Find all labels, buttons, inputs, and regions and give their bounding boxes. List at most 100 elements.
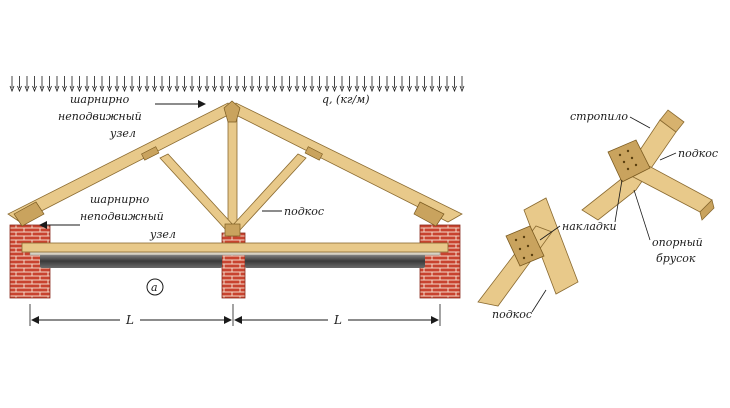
arrow-down-icon	[54, 76, 60, 93]
arrow-down-icon	[159, 76, 165, 93]
arrow-down-icon	[182, 76, 187, 93]
detail-upper-plate	[607, 139, 651, 183]
arrow-down-icon	[302, 76, 307, 93]
arrow-down-icon	[317, 76, 322, 93]
truss	[7, 100, 463, 253]
arrow-down-icon	[122, 76, 127, 93]
detail-strut-lower-label: подкос	[492, 308, 532, 321]
left-eave-plate	[13, 201, 45, 227]
arrow-down-icon	[257, 76, 262, 93]
detail-plates-leader	[539, 225, 561, 241]
arrow-down-icon	[354, 76, 360, 93]
detail-lower-plate	[505, 225, 545, 267]
ridge-plate	[223, 100, 241, 123]
arrow-down-icon	[69, 76, 75, 93]
right-strut	[231, 153, 307, 231]
arrow-down-icon	[444, 76, 450, 93]
right-eave-plate	[413, 201, 445, 227]
arrow-down-icon	[107, 76, 112, 93]
span-label-left: L	[125, 313, 134, 327]
arrow-down-icon	[167, 76, 172, 93]
arrow-down-icon	[24, 76, 30, 93]
arrow-down-icon	[144, 76, 150, 93]
detail-post	[523, 197, 579, 295]
arrow-down-icon	[129, 76, 135, 93]
arrow-down-icon	[197, 76, 202, 93]
arrow-down-icon	[347, 76, 352, 93]
arrow-down-icon	[9, 76, 15, 93]
arrow-down-icon	[369, 76, 375, 93]
arrow-down-icon	[392, 76, 397, 93]
arrow-down-icon	[92, 76, 97, 93]
arrow-down-icon	[384, 76, 390, 93]
arrow-down-icon	[212, 76, 217, 93]
arrow-down-icon	[174, 76, 180, 93]
arrow-down-icon	[399, 76, 405, 93]
arrow-down-icon	[407, 76, 412, 93]
load-label: q, (кг/м)	[322, 93, 370, 106]
arrow-down-icon	[227, 76, 232, 93]
detail-strut-lower-leader	[531, 289, 547, 313]
detail-rafter-label: стропило	[570, 110, 628, 123]
arrow-down-icon	[114, 76, 120, 93]
eave-node-label-line1: шарнирно	[90, 193, 150, 206]
arrow-down-icon	[459, 76, 465, 93]
arrow-down-icon	[264, 76, 270, 93]
detail-strut-upper-leader	[659, 152, 677, 161]
arrow-down-icon	[234, 76, 240, 93]
right-strut-plate	[304, 146, 323, 161]
left-strut-plate	[141, 146, 160, 161]
ridge-node-label-line2: неподвижный	[58, 110, 142, 123]
arrow-down-icon	[204, 76, 210, 93]
arrow-down-icon	[32, 76, 37, 93]
detail-support-leader	[633, 189, 651, 241]
detail-rafter-leader	[629, 116, 651, 129]
arrow-down-icon	[39, 76, 45, 93]
floor-beam	[29, 249, 441, 268]
arrow-down-icon	[84, 76, 90, 93]
arrow-down-icon	[279, 76, 285, 93]
arrow-down-icon	[137, 76, 142, 93]
arrow-down-icon	[189, 76, 195, 93]
arrow-down-icon	[332, 76, 337, 93]
arrow-down-icon	[377, 76, 382, 93]
arrow-down-icon	[324, 76, 330, 93]
detail-support-label-line2: брусок	[656, 252, 696, 265]
right-brick-wall	[419, 224, 461, 299]
ridge-node-label-line1: шарнирно	[70, 93, 130, 106]
eave-node-label-line2: неподвижный	[80, 210, 164, 223]
right-rafter	[231, 102, 463, 223]
strut-label: подкос	[284, 205, 324, 218]
arrow-down-icon	[272, 76, 277, 93]
detail-plates-leader-2	[614, 179, 623, 223]
arrow-down-icon	[249, 76, 255, 93]
arrow-down-icon	[17, 76, 22, 93]
span-dimensions	[29, 304, 441, 326]
arrow-down-icon	[294, 76, 300, 93]
left-strut	[159, 153, 235, 231]
ridge-node-label-line3: узел	[109, 127, 136, 140]
arrow-down-icon	[62, 76, 67, 93]
arrow-down-icon	[414, 76, 420, 93]
arrow-down-icon	[219, 76, 225, 93]
eave-node-label-line3: узел	[149, 228, 176, 241]
arrow-down-icon	[287, 76, 292, 93]
arrow-down-icon	[437, 76, 442, 93]
arrow-down-icon	[77, 76, 82, 93]
detail-support-label-line1: опорный	[652, 236, 703, 249]
king-post	[227, 117, 238, 237]
span-label-right: L	[333, 313, 342, 327]
arrow-down-icon	[309, 76, 315, 93]
arrow-down-icon	[362, 76, 367, 93]
distributed-load-arrows	[9, 76, 465, 93]
arrow-down-icon	[422, 76, 427, 93]
tie-beam	[21, 242, 449, 253]
center-node-plate	[224, 223, 241, 237]
detail-lower-joint	[477, 197, 579, 307]
figure-marker: а	[151, 281, 158, 294]
arrow-down-icon	[339, 76, 345, 93]
arrow-down-icon	[429, 76, 435, 93]
detail-plates-label: накладки	[562, 220, 617, 233]
